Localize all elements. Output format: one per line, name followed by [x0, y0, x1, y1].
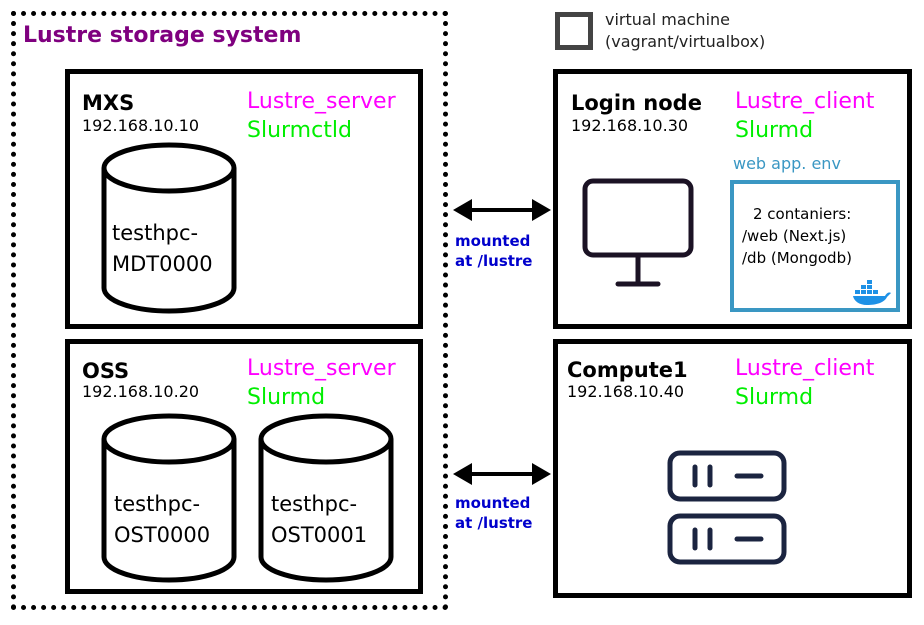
oss-ip: 192.168.10.20 [82, 382, 200, 401]
mdt-cylinder-icon [101, 142, 237, 314]
ost0001-cylinder-icon [258, 413, 394, 583]
mount-label-top: mounted at /lustre [455, 231, 532, 271]
ost0001-label: testhpc- OST0001 [271, 489, 367, 551]
oss-hostname: OSS [82, 359, 130, 383]
compute1-node-box [553, 339, 912, 598]
webapp-env-box [730, 180, 900, 312]
mount-label-top-line2: at /lustre [455, 252, 533, 270]
mxs-role-slurm: Slurmctld [247, 118, 352, 143]
monitor-icon [582, 178, 694, 287]
vm-legend-line1: virtual machine [605, 10, 730, 29]
ost0000-cylinder-icon [101, 413, 237, 583]
login-role-lustre: Lustre_client [735, 89, 875, 114]
ost0001-label-line2: OST0001 [271, 523, 368, 547]
mdt-label-line2: MDT0000 [112, 252, 213, 276]
ost0000-label-line2: OST0000 [114, 523, 211, 547]
mount-label-bottom-line1: mounted [455, 494, 531, 512]
mount-label-top-line1: mounted [455, 232, 531, 250]
ost0000-label: testhpc- OST0000 [114, 489, 210, 551]
webapp-env-label: web app. env [733, 154, 841, 173]
webapp-line3: /db (Mongodb) [742, 249, 852, 267]
vm-legend-line2: (vagrant/virtualbox) [605, 32, 766, 51]
compute1-ip: 192.168.10.40 [567, 382, 685, 401]
mdt-label-line1: testhpc- [112, 221, 199, 245]
mxs-role-lustre: Lustre_server [247, 89, 396, 114]
storage-title: Lustre storage system [23, 23, 302, 48]
mount-label-bottom-line2: at /lustre [455, 514, 533, 532]
docker-whale-icon [853, 280, 891, 305]
mxs-ip: 192.168.10.10 [82, 116, 200, 135]
oss-role-lustre: Lustre_server [247, 356, 396, 381]
login-role-slurm: Slurmd [735, 118, 814, 143]
mount-label-bottom: mounted at /lustre [455, 493, 532, 533]
oss-role-slurm: Slurmd [247, 385, 326, 410]
webapp-line1: 2 contaniers: [753, 205, 852, 223]
webapp-line2: /web (Next.js) [742, 227, 847, 245]
mount-arrow-top [453, 199, 551, 221]
compute1-role-slurm: Slurmd [735, 385, 814, 410]
compute1-hostname: Compute1 [567, 358, 688, 382]
vm-legend-text: virtual machine (vagrant/virtualbox) [605, 9, 765, 53]
lustre-storage-region [11, 11, 448, 610]
login-ip: 192.168.10.30 [571, 116, 689, 135]
mount-arrow-bottom [453, 463, 551, 485]
login-hostname: Login node [571, 91, 702, 115]
server-icon [667, 450, 787, 565]
webapp-containers-text: 2 contaniers: /web (Next.js) /db (Mongod… [742, 203, 852, 269]
ost0001-label-line1: testhpc- [271, 492, 358, 516]
compute1-role-lustre: Lustre_client [735, 356, 875, 381]
mxs-hostname: MXS [82, 91, 135, 115]
ost0000-label-line1: testhpc- [114, 492, 201, 516]
mdt-label: testhpc- MDT0000 [112, 218, 213, 280]
vm-legend-square [555, 12, 593, 50]
